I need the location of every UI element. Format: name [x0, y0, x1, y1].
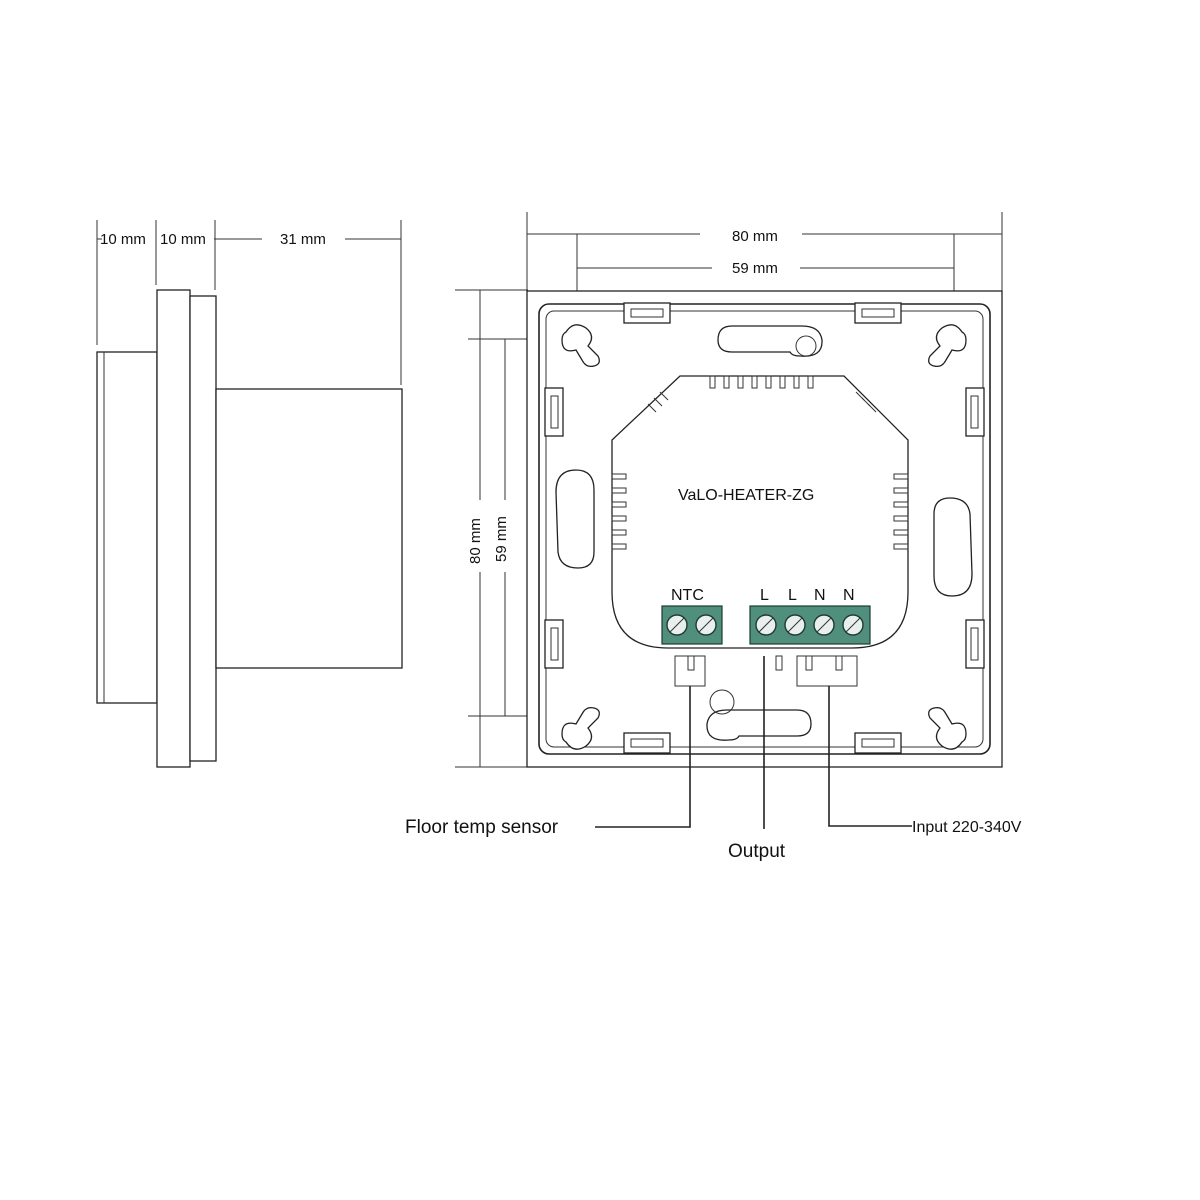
side-plate [189, 295, 217, 762]
side-back-box [215, 388, 403, 669]
clip-top-left [623, 302, 671, 324]
top-vents [709, 375, 814, 389]
screw-hole-bottom-left [561, 706, 600, 750]
terminal-label-l2: L [788, 587, 797, 604]
terminal-label-n1: N [814, 587, 826, 604]
slot-right [933, 497, 973, 597]
left-vents [611, 473, 627, 550]
callout-floor-sensor: Floor temp sensor [405, 817, 559, 838]
callout-output: Output [728, 841, 786, 862]
clip-top-right [854, 302, 902, 324]
dim-outer-height: 80 mm [467, 518, 484, 564]
callout-input: Input 220-340V [912, 819, 1022, 836]
side-dim-frame: 10 mm [160, 231, 206, 248]
callout-leaders [595, 656, 912, 829]
dim-inner-width: 59 mm [732, 260, 778, 277]
terminal-label-n2: N [843, 587, 855, 604]
screw-hole-bottom-right [928, 706, 967, 750]
side-frame [156, 289, 191, 768]
side-view: 10 mm 10 mm 31 mm [96, 220, 403, 768]
slot-top [717, 325, 823, 357]
clip-bottom-left [623, 732, 671, 754]
back-view-dimensions: 80 mm 59 mm 80 mm 59 mm [455, 212, 1003, 768]
diagonal-vents [647, 391, 877, 413]
clip-right-top [965, 387, 985, 437]
screw-hole-top-left [561, 324, 600, 368]
slot-left [555, 469, 595, 569]
model-label: VaLO-HEATER-ZG [678, 487, 814, 504]
terminal-label-ntc: NTC [671, 587, 704, 604]
side-dim-back: 31 mm [280, 231, 326, 248]
power-terminal-block [749, 605, 871, 645]
ntc-terminal-block [661, 605, 723, 645]
screw-hole-top-right [928, 324, 967, 368]
terminal-label-l1: L [760, 587, 769, 604]
clip-left-bottom [544, 619, 564, 669]
clip-bottom-right [854, 732, 902, 754]
center-module [611, 375, 909, 649]
dim-outer-width: 80 mm [732, 228, 778, 245]
side-front-part [96, 351, 158, 704]
clip-right-bottom [965, 619, 985, 669]
right-vents [893, 473, 909, 550]
side-dim-front: 10 mm [100, 231, 146, 248]
clip-left-top [544, 387, 564, 437]
slot-bottom [706, 689, 812, 741]
dim-inner-height: 59 mm [493, 516, 510, 562]
